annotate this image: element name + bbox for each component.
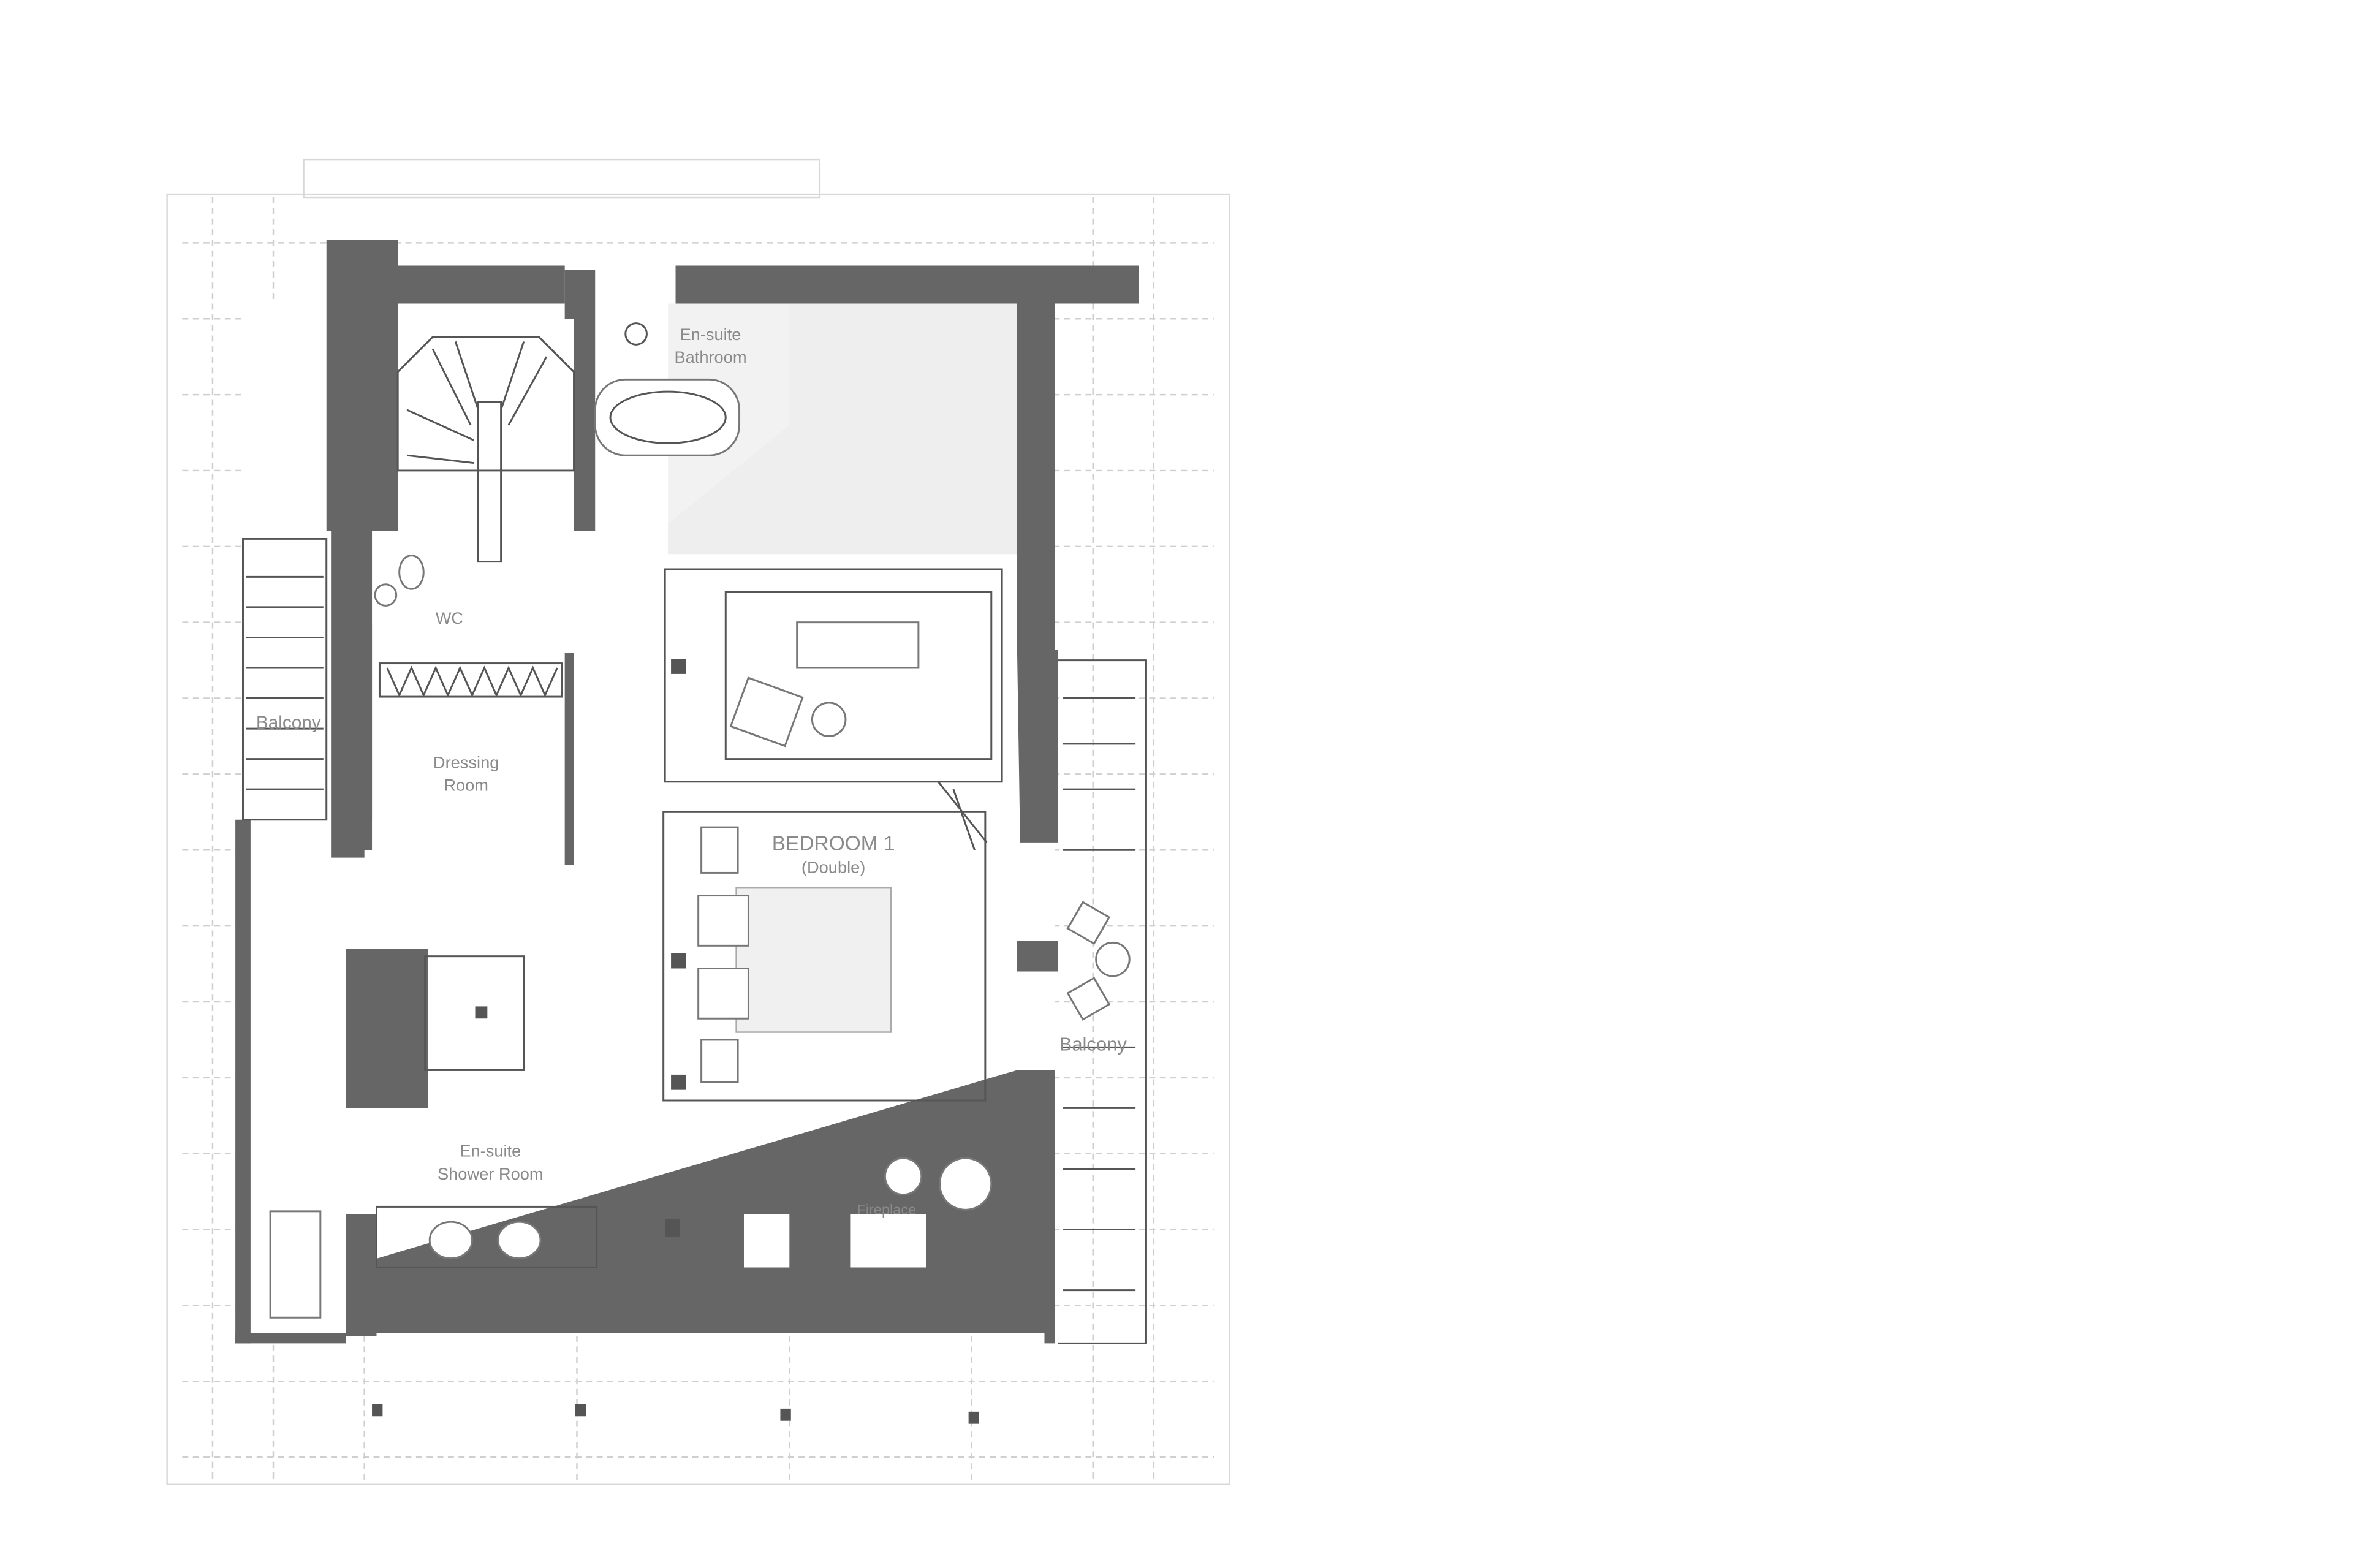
label-ensuite-shower-2: Shower Room [438,1164,544,1183]
label-bedroom-type: (Double) [801,857,865,876]
label-ensuite-bathroom-1: En-suite [680,325,741,344]
label-ensuite-shower-1: En-suite [460,1142,521,1161]
label-ensuite-bathroom-2: Bathroom [674,347,746,366]
label-dressing-room-2: Room [444,776,488,795]
walls [235,240,1139,1344]
fixtures [242,322,1147,1344]
label-wc: WC [436,608,463,627]
desk [796,621,920,669]
label-balcony-right: Balcony [1059,1033,1127,1055]
bed [735,887,892,1033]
label-dressing-room-1: Dressing [433,752,499,771]
room-labels: En-suite Bathroom WC Balcony Dressing Ro… [256,325,1127,1218]
label-bedroom: BEDROOM 1 [772,832,895,855]
staircase [396,336,575,563]
label-balcony-left: Balcony [256,713,321,733]
label-fireplace: Fireplace [857,1202,916,1218]
